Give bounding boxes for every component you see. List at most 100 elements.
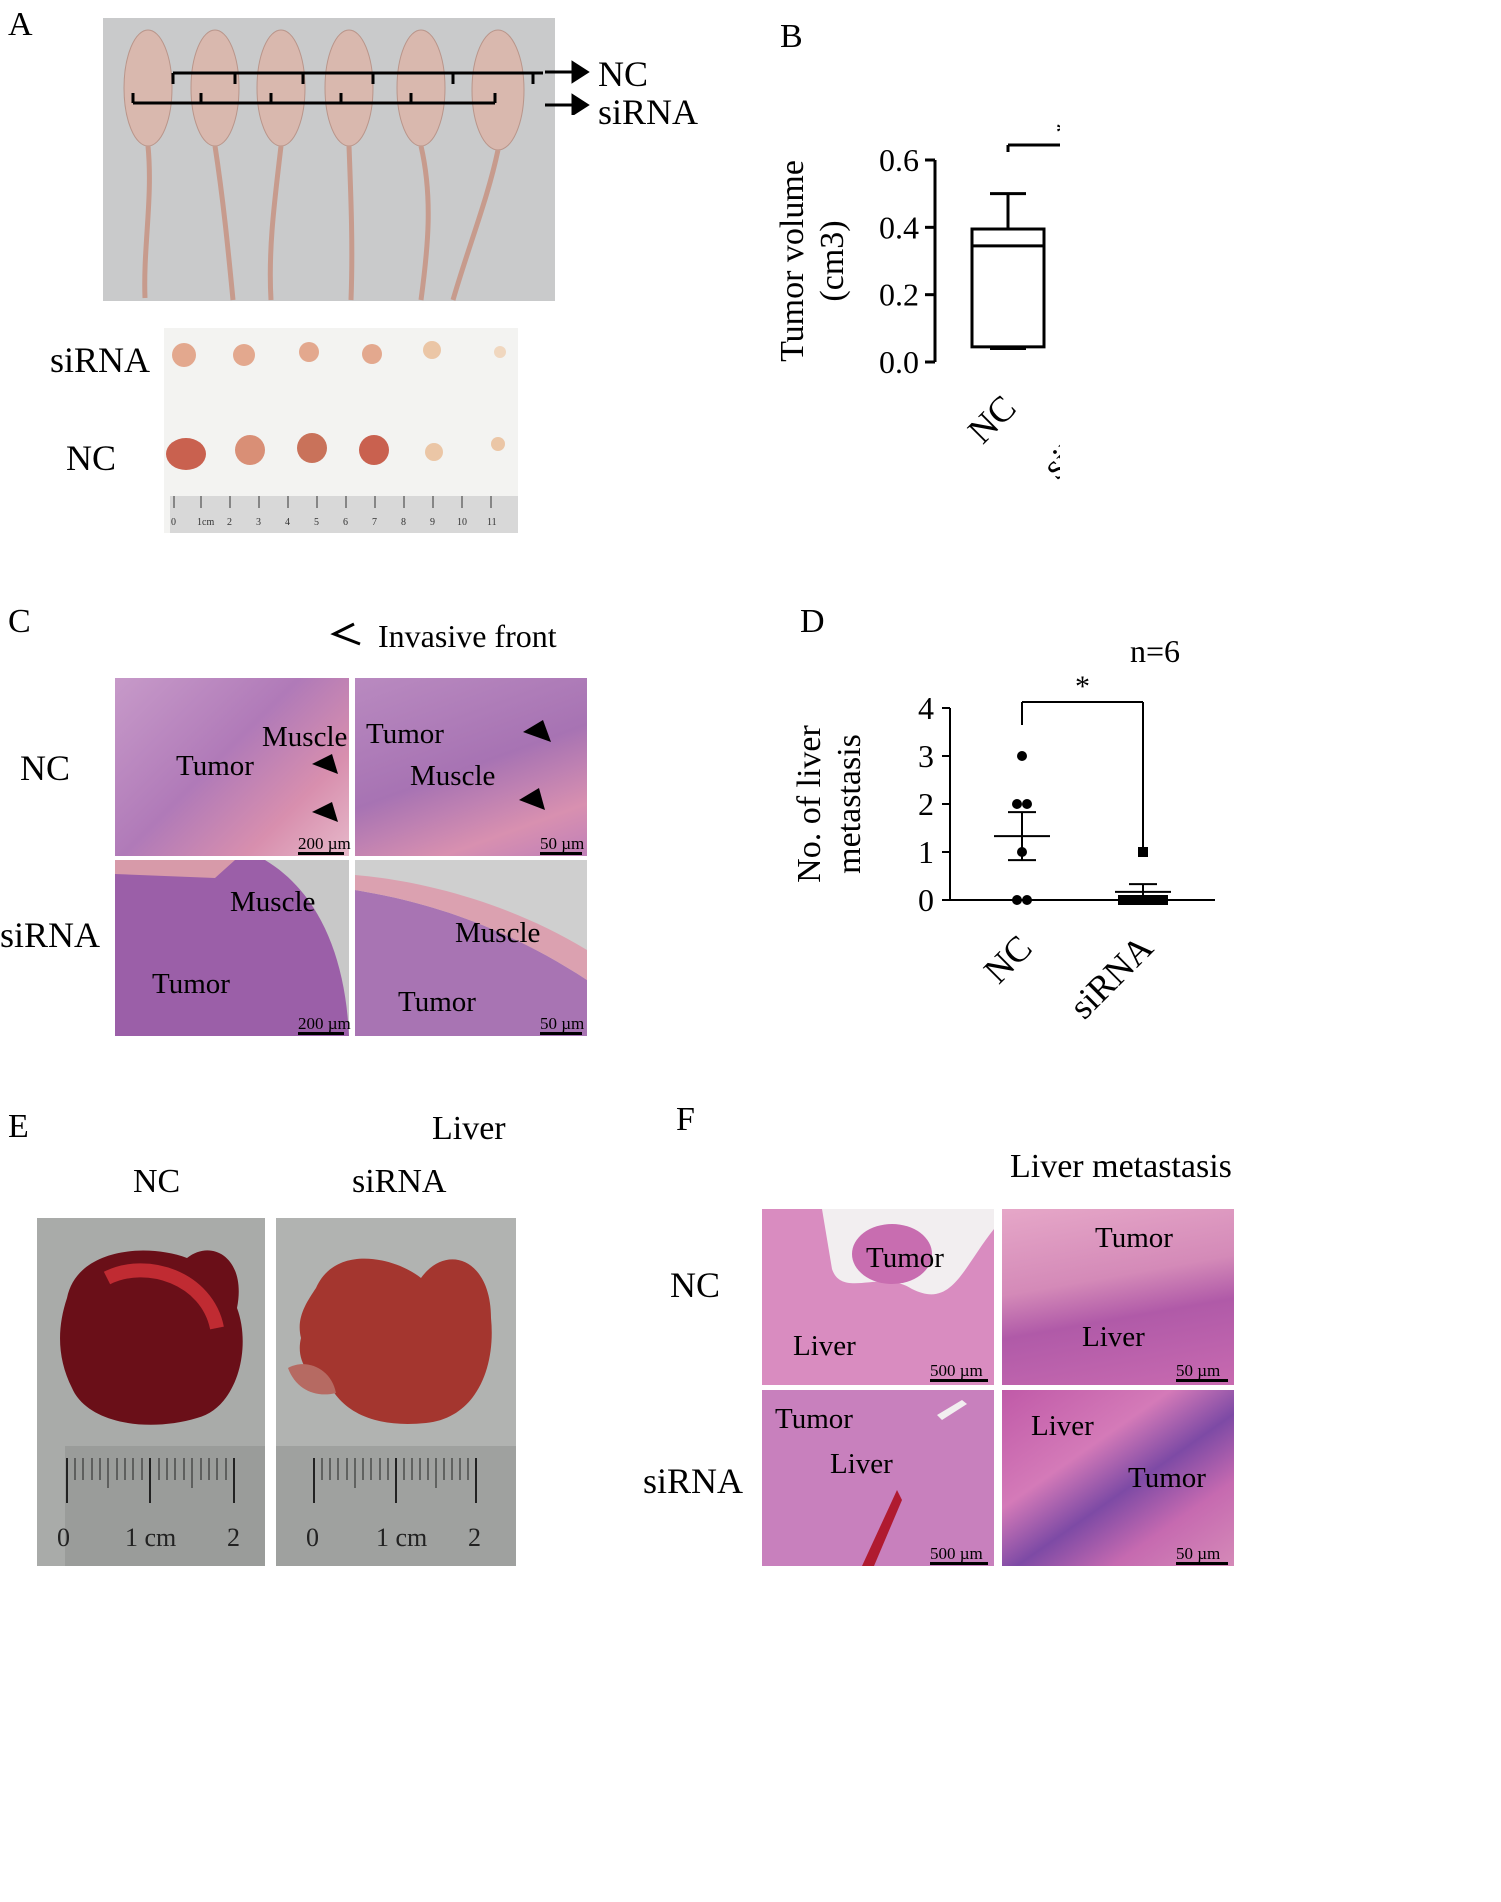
y-tick-label: 3 [918,738,934,774]
label-tumor: Tumor [866,1242,944,1274]
label-tumor: Tumor [176,750,254,782]
e-group-sirna: siRNA [352,1163,447,1200]
invasive-front-legend: Invasive front [378,618,557,654]
mouse-label-nc: NC [598,54,649,94]
x-tick-label: NC [976,927,1040,991]
mice-photo [103,18,555,301]
label-tumor: Tumor [366,718,444,750]
panel-letter-c: C [8,603,31,640]
label-muscle: Muscle [262,721,348,753]
x-tick-label: NC [960,387,1024,451]
ruler-tick: 1 cm [376,1523,427,1552]
ruler-tick: 2 [227,517,232,528]
he-image-sirna-low [115,860,349,1036]
y-tick-label: 1 [918,834,934,870]
panel-letter-d: D [800,603,825,640]
tumor-row-label-nc: NC [66,438,117,478]
e-group-nc: NC [133,1163,181,1200]
he-image-nc-high [355,678,587,856]
scale-bar [930,1379,988,1382]
label-tumor: Tumor [775,1403,853,1435]
label-liver: Liver [1082,1321,1145,1353]
sig-star: * [1056,116,1061,149]
ruler-tick: 2 [468,1523,481,1552]
ruler-tick: 2 [227,1523,240,1552]
he-image-liver-sirna-low [762,1390,994,1566]
ruler-tick: 6 [343,517,348,528]
y-tick-label: 0.0 [879,344,919,380]
mouse-group-arrows [545,60,590,115]
invasive-front-arrow-icon [519,720,551,810]
tumor-row-label-sirna: siRNA [50,340,151,380]
ruler-tick: 7 [372,517,377,528]
invasive-front-arrow-icon [330,622,361,646]
scale-label: 50 µm [540,1014,585,1033]
c-row-label-nc: NC [20,748,71,788]
panel-letter-b: B [780,18,803,55]
ruler-tick: 8 [401,517,406,528]
ruler-tick: 1 cm [125,1523,176,1552]
data-point [1158,895,1168,905]
label-tumor: Tumor [1095,1222,1173,1254]
panel-letter-e: E [8,1108,29,1145]
f-row-label-nc: NC [670,1265,721,1305]
scale-bar [298,1032,344,1035]
label-tumor: Tumor [1128,1462,1206,1494]
scale-bar [1176,1379,1228,1382]
panel-letter-f: F [676,1101,695,1138]
mouse-label-sirna: siRNA [598,92,699,132]
liver-photo-nc: 0 1 cm 2 [37,1218,265,1566]
data-point [1012,895,1022,905]
scale-label: 50 µm [1176,1544,1221,1563]
tumors-photo: 0 1cm 2 3 4 5 6 7 8 9 10 11 [164,328,518,533]
ruler-tick: 5 [314,517,319,528]
label-liver: Liver [830,1448,893,1480]
he-image-liver-nc-high [1002,1209,1234,1385]
ruler-tick: 0 [171,517,176,528]
ruler-tick: 1cm [197,517,214,528]
scale-bar [930,1562,988,1565]
he-image-nc-low [115,678,349,856]
label-muscle: Muscle [230,886,316,918]
data-point [1022,895,1032,905]
label-tumor: Tumor [398,986,476,1018]
data-point [1022,799,1032,809]
he-image-liver-nc-low [762,1209,994,1385]
box [970,227,1046,349]
ruler-tick: 11 [487,517,497,528]
ruler-tick: 10 [457,517,467,528]
x-tick-label: siRNA [1035,387,1060,486]
scale-label: 50 µm [540,834,585,853]
scale-bar [540,1032,582,1035]
ruler-tick: 0 [306,1523,319,1552]
label-tumor: Tumor [152,968,230,1000]
panel-letter-a: A [8,6,33,43]
y-tick-label: 0.6 [879,142,919,178]
sig-star: * [1075,670,1090,703]
scale-label: 500 µm [930,1544,983,1563]
he-image-sirna-high [355,860,587,1036]
y-tick-label: 2 [918,786,934,822]
y-axis-label: Tumor volume(cm3) [774,160,851,362]
scale-bar [298,852,344,855]
n-label: n=6 [1130,633,1181,669]
scale-label: 200 µm [298,834,351,853]
he-image-liver-sirna-high [1002,1390,1234,1566]
ruler-tick: 4 [285,517,290,528]
x-tick-label: siRNA [1062,927,1161,1026]
label-muscle: Muscle [410,760,496,792]
f-row-label-sirna: siRNA [643,1461,744,1501]
scale-bar [540,852,582,855]
invasive-front-arrow-icon [312,754,338,822]
y-tick-label: 0.2 [879,277,919,313]
y-tick-label: 0.4 [879,209,919,245]
y-axis-label: No. of livermetastasis [791,724,868,882]
data-point [1017,751,1027,761]
scale-label: 500 µm [930,1361,983,1380]
scale-bar [1176,1562,1228,1565]
data-point [1012,799,1022,809]
data-point [1118,895,1128,905]
label-muscle: Muscle [455,917,541,949]
c-row-label-sirna: siRNA [0,915,101,955]
label-liver: Liver [793,1330,856,1362]
